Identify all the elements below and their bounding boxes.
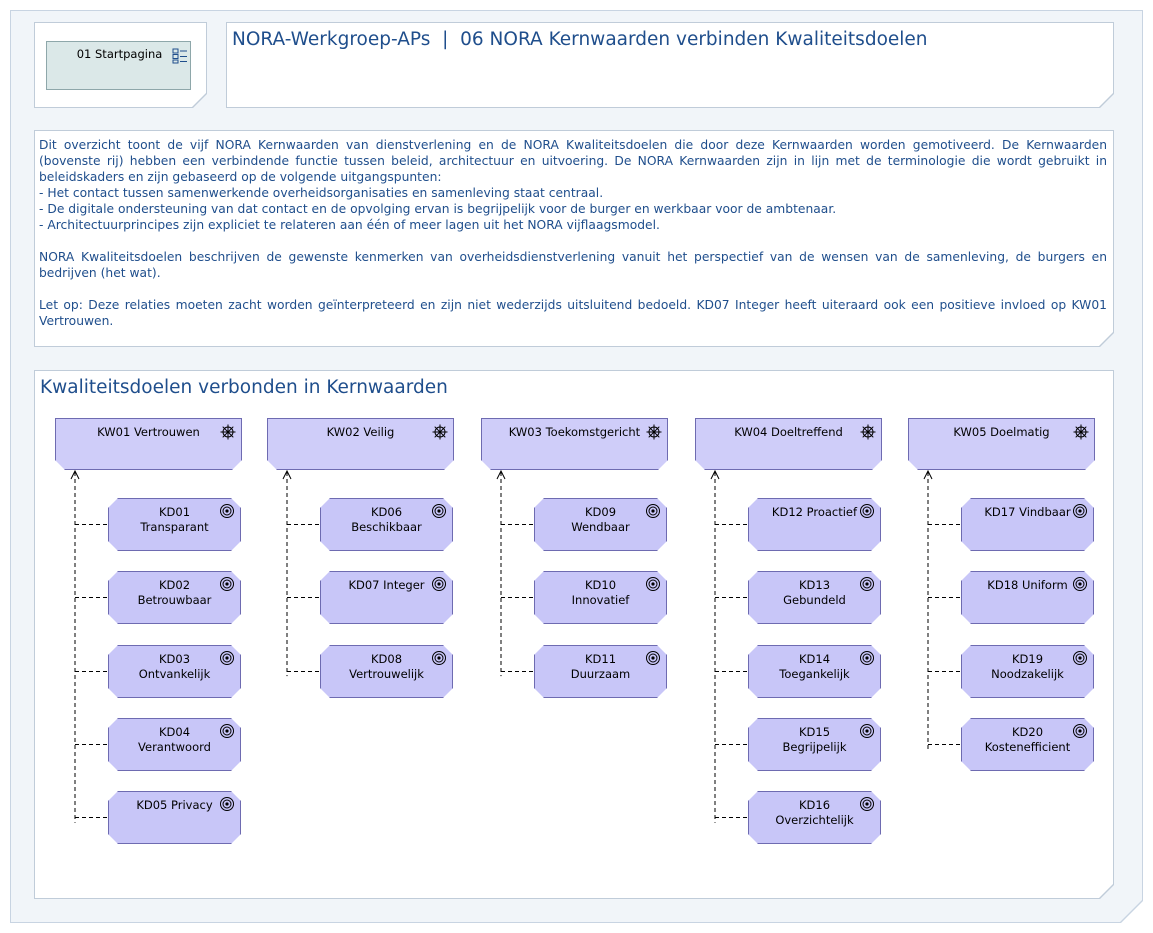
kwaliteitsdoel-label: KD17 Vindbaar: [984, 505, 1071, 519]
kwaliteitsdoel-label: KD10 Innovatief: [571, 578, 630, 607]
goal-target-icon: [431, 503, 447, 519]
kwaliteitsdoel-node[interactable]: KD12 Proactief: [748, 498, 881, 551]
kernwaarde-node[interactable]: KW04 Doeltreffend: [695, 418, 882, 470]
description-box: Dit overzicht toont de vijf NORA Kernwaa…: [34, 130, 1114, 347]
description-para-1: Dit overzicht toont de vijf NORA Kernwaa…: [39, 138, 1107, 184]
kernwaarde-node[interactable]: KW05 Doelmatig: [908, 418, 1095, 470]
goal-target-icon: [219, 723, 235, 739]
relation-arrowhead: [923, 469, 933, 480]
description-para-3: Let op: Deze relaties moeten zacht worde…: [39, 298, 1107, 328]
value-wheel-icon: [860, 424, 876, 440]
kwaliteitsdoel-label: KD15 Begrijpelijk: [782, 725, 847, 754]
page-title: NORA-Werkgroep-APs | 06 NORA Kernwaarden…: [232, 29, 928, 50]
kwaliteitsdoel-node[interactable]: KD11 Duurzaam: [534, 645, 667, 698]
value-wheel-icon: [646, 424, 662, 440]
goal-target-icon: [645, 650, 661, 666]
goal-target-icon: [859, 576, 875, 592]
kernwaarde-label: KW02 Veilig: [326, 425, 395, 439]
goal-target-icon: [859, 796, 875, 812]
kwaliteitsdoel-node[interactable]: KD07 Integer: [320, 571, 453, 624]
kernwaarde-node[interactable]: KW03 Toekomstgericht: [481, 418, 668, 470]
goal-target-icon: [431, 650, 447, 666]
goal-target-icon: [1072, 723, 1088, 739]
description-bullet: - De digitale ondersteuning van dat cont…: [39, 202, 837, 216]
description-para-2: NORA Kwaliteitsdoelen beschrijven de gew…: [39, 250, 1107, 280]
kwaliteitsdoel-node[interactable]: KD09 Wendbaar: [534, 498, 667, 551]
goal-target-icon: [645, 503, 661, 519]
kwaliteitsdoel-label: KD13 Gebundeld: [783, 578, 846, 607]
kwaliteitsdoel-label: KD11 Duurzaam: [570, 652, 631, 681]
goal-target-icon: [431, 576, 447, 592]
goal-target-icon: [219, 576, 235, 592]
goal-target-icon: [645, 576, 661, 592]
goal-target-icon: [219, 503, 235, 519]
kernwaarde-node[interactable]: KW02 Veilig: [267, 418, 454, 470]
kernwaarde-label: KW04 Doeltreffend: [734, 425, 843, 439]
kernwaarde-label: KW05 Doelmatig: [953, 425, 1050, 439]
relation-arrowhead: [710, 469, 720, 480]
kernwaarde-node[interactable]: KW01 Vertrouwen: [55, 418, 242, 470]
kernwaarde-label: KW03 Toekomstgericht: [508, 425, 641, 439]
diagram-title: Kwaliteitsdoelen verbonden in Kernwaarde…: [40, 377, 448, 398]
description-text: Dit overzicht toont de vijf NORA Kernwaa…: [39, 137, 1107, 329]
kwaliteitsdoel-node[interactable]: KD05 Privacy: [108, 791, 241, 844]
kwaliteitsdoel-label: KD18 Uniform: [987, 578, 1068, 592]
value-wheel-icon: [432, 424, 448, 440]
relation-arrowhead: [496, 469, 506, 480]
goal-target-icon: [859, 650, 875, 666]
value-wheel-icon: [1073, 424, 1089, 440]
goal-target-icon: [219, 796, 235, 812]
goal-target-icon: [1072, 650, 1088, 666]
startpagina-label: 01 Startpagina: [76, 47, 163, 61]
startpagina-button[interactable]: 01 Startpagina: [46, 41, 191, 90]
goal-target-icon: [859, 503, 875, 519]
goal-target-icon: [219, 650, 235, 666]
description-bullet: - Het contact tussen samenwerkende overh…: [39, 186, 604, 200]
goal-target-icon: [1072, 576, 1088, 592]
kwaliteitsdoel-node[interactable]: KD10 Innovatief: [534, 571, 667, 624]
kwaliteitsdoel-label: KD09 Wendbaar: [571, 505, 630, 534]
kwaliteitsdoel-node[interactable]: KD15 Begrijpelijk: [748, 718, 881, 771]
kwaliteitsdoel-label: KD12 Proactief: [771, 505, 858, 519]
value-wheel-icon: [220, 424, 236, 440]
description-bullet: - Architectuurprincipes zijn expliciet t…: [39, 218, 660, 232]
title-box: NORA-Werkgroep-APs | 06 NORA Kernwaarden…: [226, 22, 1114, 108]
kwaliteitsdoel-node[interactable]: KD13 Gebundeld: [748, 571, 881, 624]
relation-arrowhead: [282, 469, 292, 480]
kwaliteitsdoel-node[interactable]: KD17 Vindbaar: [961, 498, 1094, 551]
goal-target-icon: [1072, 503, 1088, 519]
kwaliteitsdoel-node[interactable]: KD18 Uniform: [961, 571, 1094, 624]
goal-target-icon: [859, 723, 875, 739]
view-list-icon: [172, 48, 187, 64]
kernwaarde-label: KW01 Vertrouwen: [97, 425, 200, 439]
kwaliteitsdoel-label: KD05 Privacy: [136, 798, 213, 812]
relation-arrowhead: [70, 469, 80, 480]
kwaliteitsdoel-label: KD07 Integer: [348, 578, 425, 592]
